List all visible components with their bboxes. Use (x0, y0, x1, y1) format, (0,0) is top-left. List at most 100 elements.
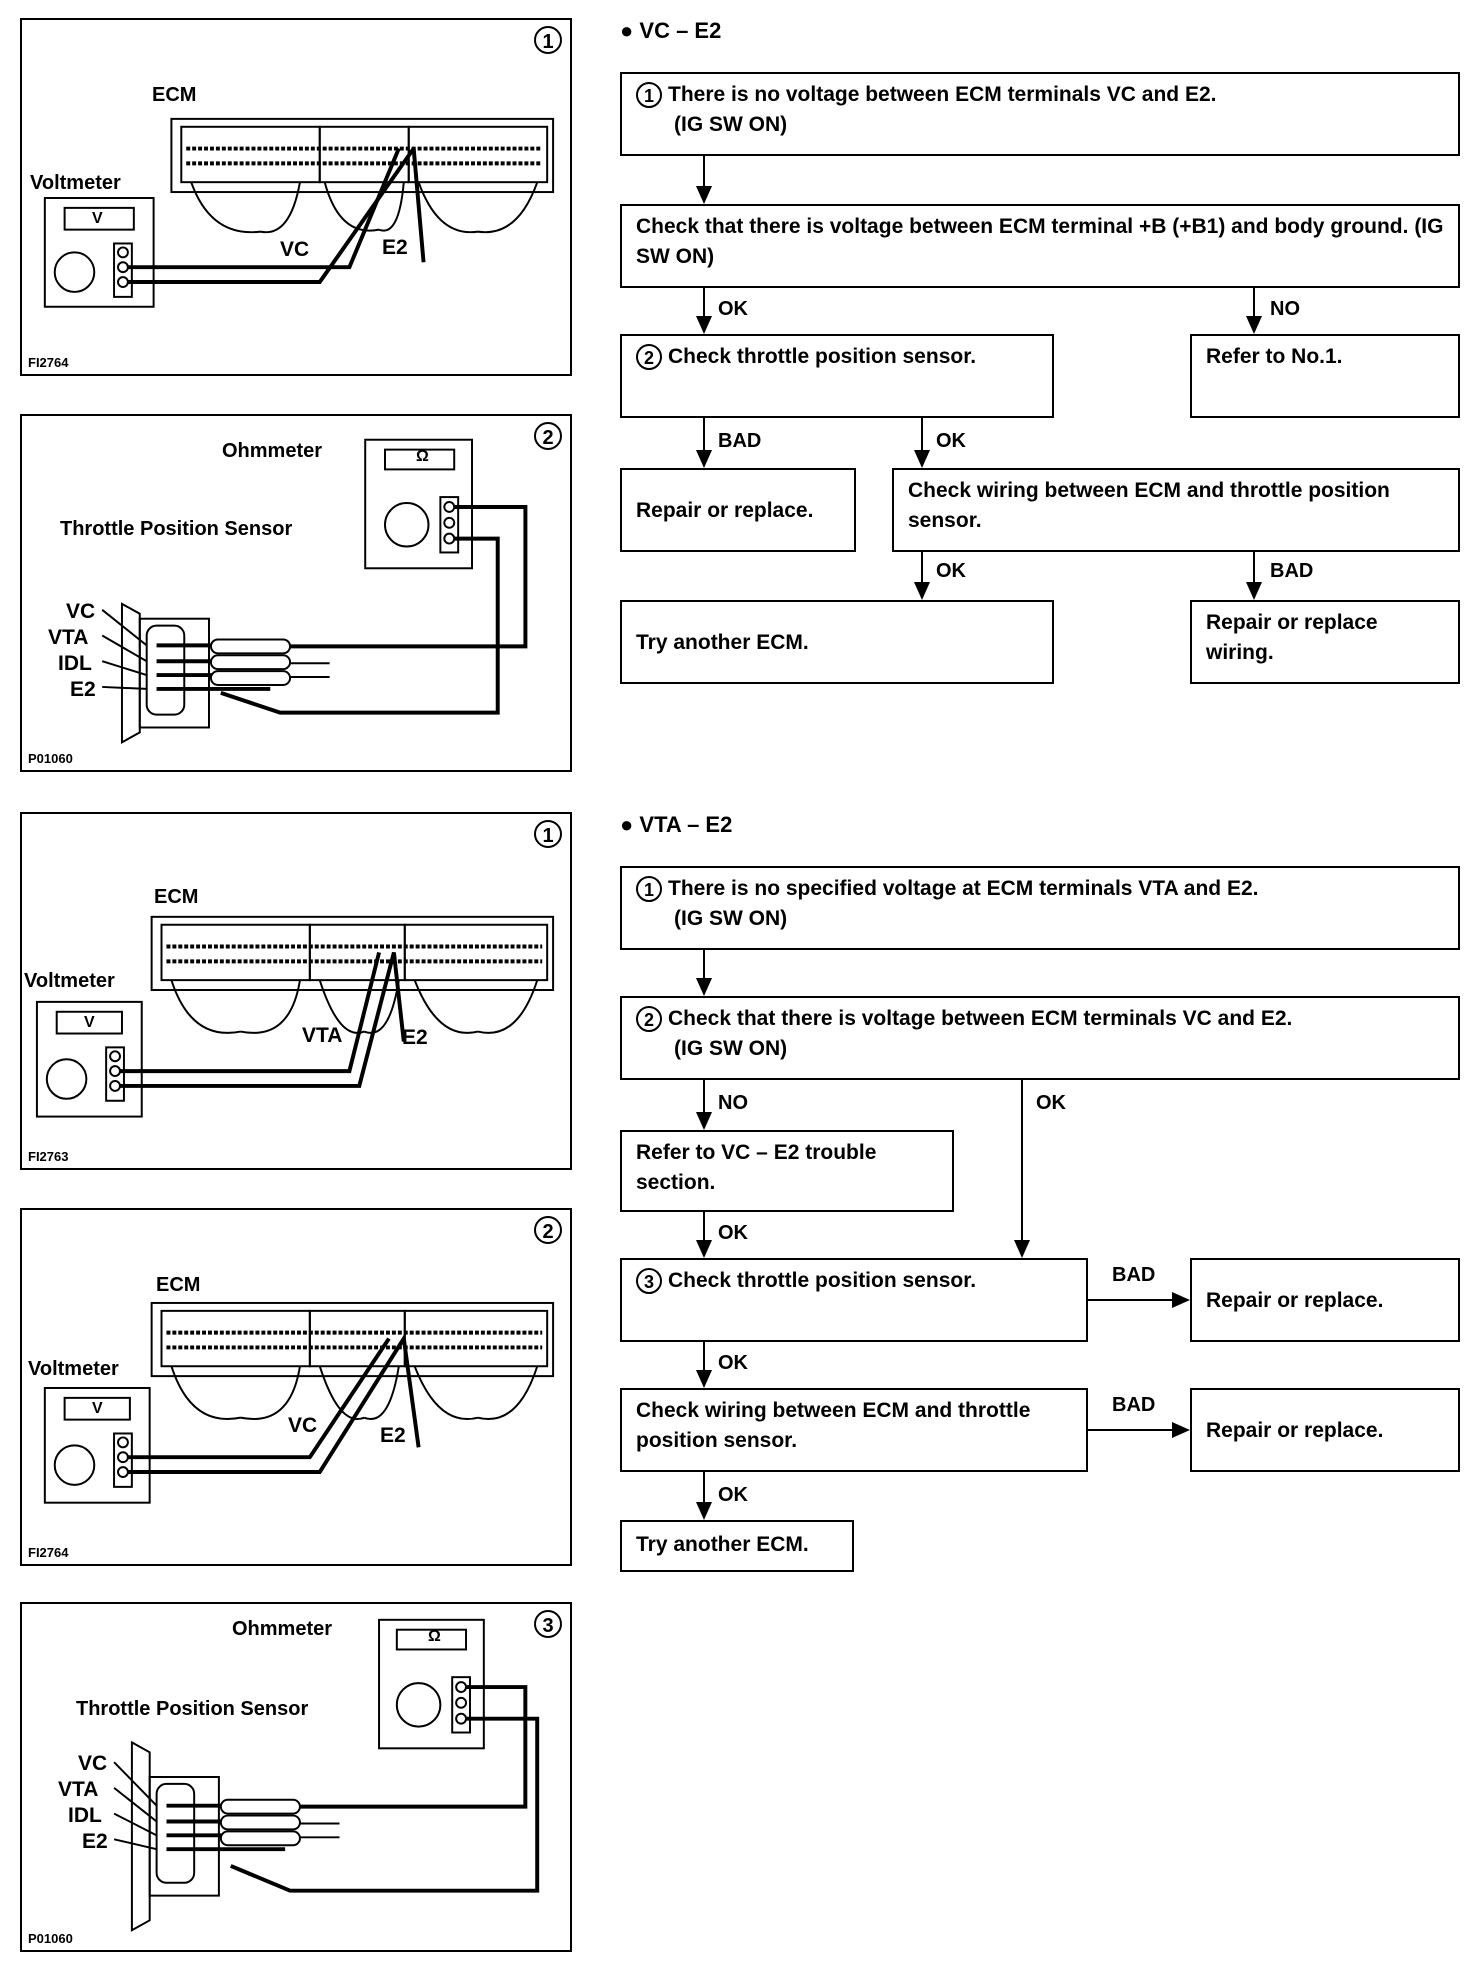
sensor-label: Throttle Position Sensor (76, 1698, 309, 1720)
step-check-vc-e2-voltage: 2 Check that there is voltage between ECM… (620, 996, 1460, 1080)
branch-ok: OK (936, 430, 966, 452)
step-text: Try another ECM. (636, 631, 809, 654)
tps-ohmmeter-diagram (113, 1618, 540, 1932)
figure-number: 1 (534, 26, 562, 54)
meter-face: V (92, 1400, 103, 1417)
step-check-tps: 3 Check throttle position sensor. (620, 1258, 1088, 1342)
ecm-label: ECM (156, 1274, 201, 1296)
step-text: Check throttle position sensor. (668, 345, 977, 368)
sensor-label: Throttle Position Sensor (60, 518, 293, 540)
voltmeter-label: Voltmeter (28, 1358, 119, 1380)
ecm-label: ECM (152, 84, 197, 106)
step-condition: (IG SW ON) (636, 215, 1444, 268)
step-text: Check that there is voltage between ECM … (668, 1007, 1293, 1030)
step-number: 3 (636, 1268, 662, 1295)
branch-bad: BAD (1112, 1264, 1156, 1286)
branch-no: NO (718, 1092, 748, 1114)
section-heading-vc-e2: ● VC – E2 (620, 18, 722, 43)
step-no-voltage-vta-e2: 1 There is no specified voltage at ECM te… (620, 866, 1460, 950)
step-check-tps: 2 Check throttle position sensor. (620, 334, 1054, 418)
branch-ok: OK (718, 298, 748, 320)
figure-ecm-vc-e2-2: 2 ECM Voltmeter V VC E2 FI2764 (20, 1208, 572, 1566)
step-number: 2 (636, 344, 662, 371)
step-text: Try another ECM. (636, 1533, 809, 1556)
step-refer-vc-e2: Refer to VC – E2 trouble section. (620, 1130, 954, 1212)
step-number: 1 (636, 876, 662, 903)
figure-ecm-vta-e2: 1 ECM Voltmeter V VTA E2 FI2763 (20, 812, 572, 1170)
step-repair-wiring: Repair or replace wiring. (1190, 600, 1460, 684)
figure-code: FI2764 (28, 1545, 69, 1560)
figure-tps-ohmmeter-2: 3 Ohmmeter Ω Throttle Position Sensor VC… (20, 1602, 572, 1952)
ecm-label: ECM (154, 886, 199, 908)
step-text: There is no voltage between ECM terminal… (668, 83, 1217, 106)
figure-tps-ohmmeter: 2 Ohmmeter Ω Throttle Position Sensor VC… (20, 414, 572, 772)
voltmeter-label: Voltmeter (24, 970, 115, 992)
meter-face: Ω (416, 448, 429, 465)
step-check-b-voltage: Check that there is voltage between ECM … (620, 204, 1460, 288)
branch-bad: BAD (718, 430, 762, 452)
step-text: There is no specified voltage at ECM ter… (668, 877, 1259, 900)
step-text: Repair or replace. (636, 499, 814, 522)
step-number: 2 (636, 1006, 662, 1033)
pin-idl: IDL (58, 652, 92, 675)
step-repair-replace: Repair or replace. (620, 468, 856, 552)
meter-face: V (84, 1014, 95, 1031)
figure-code: P01060 (28, 1931, 73, 1946)
pin-e2: E2 (70, 678, 96, 701)
pin-vta: VTA (48, 626, 89, 649)
ohmmeter-label: Ohmmeter (222, 440, 323, 462)
pin-e2: E2 (82, 1830, 108, 1853)
pin-vc: VC (78, 1752, 108, 1775)
step-text: Refer to VC – E2 trouble section. (636, 1141, 877, 1194)
voltmeter-label: Voltmeter (30, 172, 121, 194)
step-text: Check wiring between ECM and throttle po… (908, 479, 1390, 532)
step-check-wiring: Check wiring between ECM and throttle po… (892, 468, 1460, 552)
step-condition: (IG SW ON) (674, 113, 788, 136)
figure-number: 1 (534, 820, 562, 848)
step-text: Refer to No.1. (1206, 345, 1343, 368)
terminal-vc: VC (280, 238, 310, 261)
branch-no: NO (1270, 298, 1300, 320)
step-condition: (IG SW ON) (674, 1037, 788, 1060)
step-check-wiring: Check wiring between ECM and throttle po… (620, 1388, 1088, 1472)
terminal-vta: VTA (302, 1024, 343, 1047)
terminal-e2: E2 (380, 1424, 406, 1447)
branch-ok: OK (718, 1352, 748, 1374)
figure-number: 2 (534, 422, 562, 450)
step-condition: (IG SW ON) (674, 907, 788, 930)
figure-number: 2 (534, 1216, 562, 1244)
figure-code: P01060 (28, 751, 73, 766)
meter-face: V (92, 210, 103, 227)
ecm-voltmeter-diagram (35, 915, 555, 1118)
ecm-voltmeter-diagram (43, 117, 555, 308)
step-text: Check throttle position sensor. (668, 1269, 977, 1292)
branch-bad: BAD (1270, 560, 1314, 582)
branch-ok: OK (936, 560, 966, 582)
step-try-another-ecm: Try another ECM. (620, 1520, 854, 1572)
figure-code: FI2764 (28, 355, 69, 370)
ohmmeter-label: Ohmmeter (232, 1618, 333, 1640)
branch-ok: OK (718, 1484, 748, 1506)
step-repair-replace: Repair or replace. (1190, 1258, 1460, 1342)
section-heading-vta-e2: ● VTA – E2 (620, 812, 733, 837)
pin-idl: IDL (68, 1804, 102, 1827)
figure-code: FI2763 (28, 1149, 69, 1164)
meter-face: Ω (428, 1628, 441, 1645)
step-text: Repair or replace wiring. (1206, 611, 1378, 664)
branch-ok: OK (1036, 1092, 1066, 1114)
tps-ohmmeter-diagram (101, 438, 528, 744)
step-text: Repair or replace. (1206, 1419, 1384, 1442)
step-no-voltage-vc-e2: 1 There is no voltage between ECM termina… (620, 72, 1460, 156)
terminal-vc: VC (288, 1414, 318, 1437)
figure-number: 3 (534, 1610, 562, 1638)
ecm-voltmeter-diagram (43, 1301, 555, 1504)
terminal-e2: E2 (382, 236, 408, 259)
step-number: 1 (636, 82, 662, 109)
step-repair-replace-2: Repair or replace. (1190, 1388, 1460, 1472)
figure-ecm-vc-e2: 1 ECM Voltmeter V VC E2 FI2764 (20, 18, 572, 376)
pin-vta: VTA (58, 1778, 99, 1801)
step-text: Check that there is voltage between ECM … (636, 215, 1409, 238)
branch-ok: OK (718, 1222, 748, 1244)
step-refer-no1: Refer to No.1. (1190, 334, 1460, 418)
terminal-e2: E2 (402, 1026, 428, 1049)
